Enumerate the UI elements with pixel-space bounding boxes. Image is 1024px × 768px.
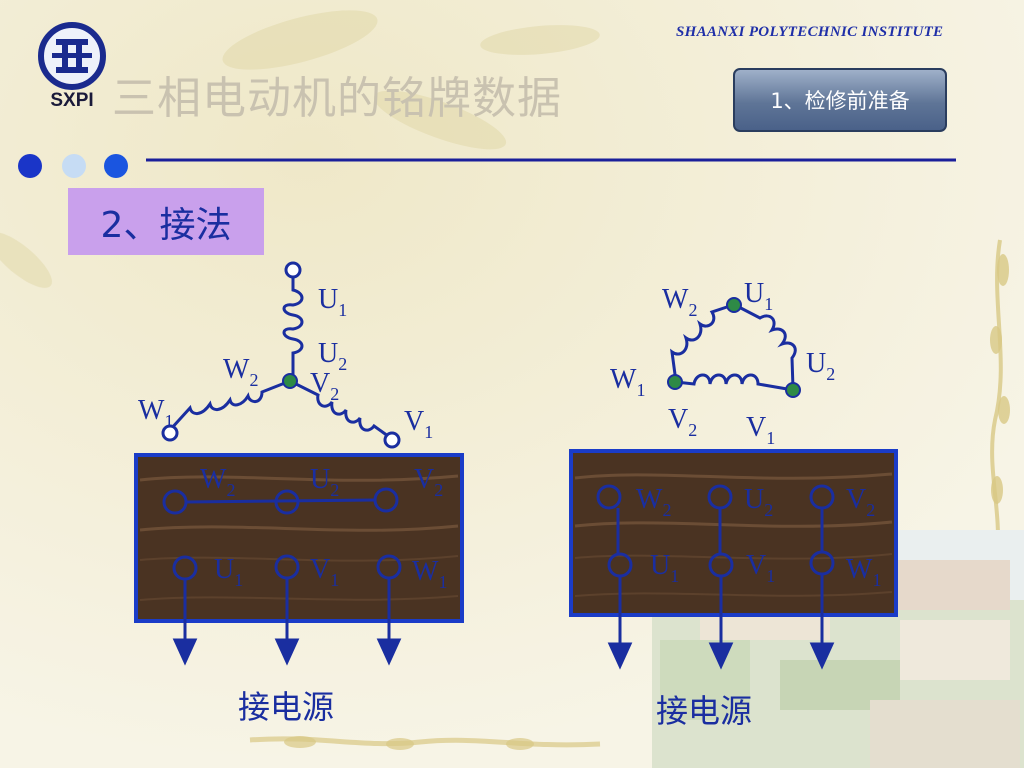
svg-text:V1: V1 <box>746 412 775 448</box>
subtitle: 2、接法 <box>68 188 264 255</box>
coil-v <box>289 379 389 438</box>
svg-text:V2: V2 <box>668 404 697 440</box>
svg-text:V1: V1 <box>746 550 775 586</box>
coil-left <box>670 303 734 383</box>
board-terminal-w2 <box>596 484 622 510</box>
institute-logo: SXPI <box>38 22 106 111</box>
coil-w <box>168 379 291 432</box>
star-terminal-board: W2 U2 V2 U1 V1 W1 <box>134 453 464 623</box>
svg-text:U1: U1 <box>318 284 347 320</box>
svg-text:V2: V2 <box>310 368 339 404</box>
svg-text:V1: V1 <box>310 554 339 590</box>
institute-name: SHAANXI POLYTECHNIC INSTITUTE <box>676 24 944 40</box>
slide-title: 三相电动机的铭牌数据 <box>112 73 562 124</box>
svg-text:W1: W1 <box>610 364 645 400</box>
svg-text:W1: W1 <box>846 554 881 590</box>
svg-text:W1: W1 <box>138 395 173 431</box>
svg-text:U1: U1 <box>744 278 773 314</box>
svg-text:W2: W2 <box>636 484 671 520</box>
delta-node-right <box>785 382 801 398</box>
svg-text:V2: V2 <box>846 484 875 520</box>
svg-text:W2: W2 <box>200 464 235 500</box>
svg-text:W1: W1 <box>412 556 447 592</box>
svg-text:U2: U2 <box>318 338 347 374</box>
svg-text:V2: V2 <box>414 464 443 500</box>
board-terminal-u2 <box>707 484 733 510</box>
svg-text:U1: U1 <box>214 554 243 590</box>
star-supply-arrows <box>172 578 402 666</box>
coil-right <box>734 303 797 389</box>
star-center-node <box>282 373 298 389</box>
board-terminal-v2 <box>809 484 835 510</box>
star-diagram: U1 U2 W2 V2 W1 V1 W2 U2 V2 <box>134 261 464 666</box>
svg-text:U2: U2 <box>744 484 773 520</box>
dot-decoration <box>62 154 86 178</box>
delta-node-top <box>726 297 742 313</box>
svg-text:W2: W2 <box>662 284 697 320</box>
board-terminal-u2 <box>274 489 300 515</box>
delta-supply-arrows <box>607 574 835 670</box>
terminal-w1 <box>161 424 179 442</box>
terminal-u1 <box>284 261 302 279</box>
dot-decoration <box>18 154 42 178</box>
logo-text: SXPI <box>50 90 93 111</box>
svg-text:V1: V1 <box>404 406 433 442</box>
svg-text:U2: U2 <box>806 348 835 384</box>
section-button[interactable]: 1、检修前准备 <box>733 68 947 132</box>
leaf-decoration <box>0 10 600 288</box>
svg-text:U1: U1 <box>650 550 679 586</box>
delta-node-left <box>667 374 683 390</box>
board-terminal-w2 <box>162 489 188 515</box>
coil-u <box>282 277 304 380</box>
svg-text:W2: W2 <box>223 354 258 390</box>
star-caption: 接电源 <box>238 688 335 726</box>
dot-decoration <box>104 154 128 178</box>
delta-caption: 接电源 <box>656 692 753 730</box>
svg-text:U2: U2 <box>310 464 339 500</box>
delta-terminal-board: W2 U2 V2 U1 V1 W1 <box>569 449 898 617</box>
coil-bottom <box>675 373 794 392</box>
board-terminal-v2 <box>373 487 399 513</box>
terminal-v1 <box>383 431 401 449</box>
delta-diagram: W2 U1 U2 W1 V2 V1 W2 U2 <box>569 278 898 670</box>
